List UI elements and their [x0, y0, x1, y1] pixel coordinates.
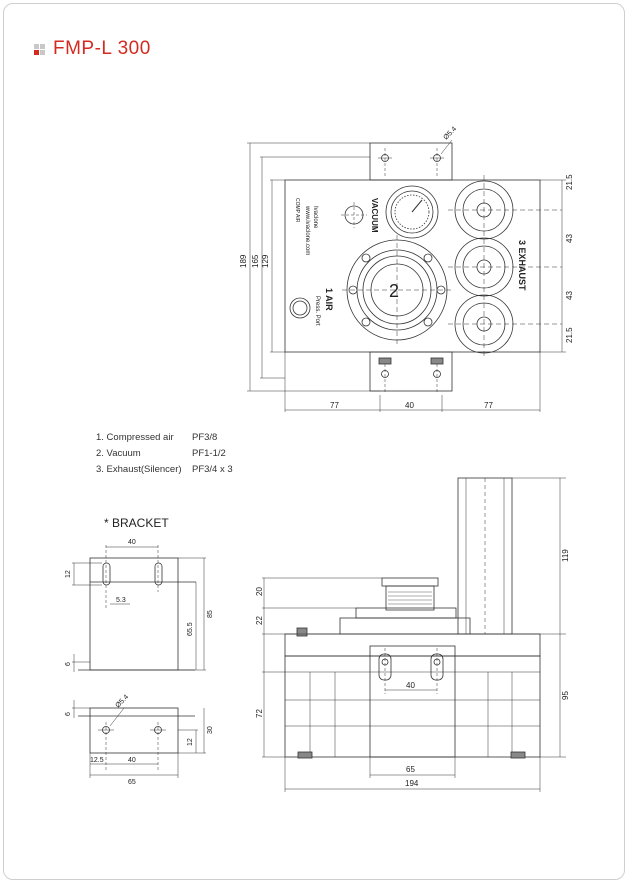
label-comp-air: COMP AIR	[294, 198, 300, 223]
side-view-labels: 119 20 22 72 95 40 65 194	[255, 549, 570, 788]
dim-width-right: 77	[484, 401, 493, 410]
dim-side-40: 40	[406, 681, 415, 690]
dim-bracket-6b: 6	[65, 712, 72, 716]
dim-width-mid: 40	[405, 401, 414, 410]
dim-side-20: 20	[255, 587, 264, 596]
bullet-square-4	[40, 49, 45, 55]
dim-bracket-40b: 40	[128, 757, 136, 764]
dim-hole-top: Ø5.4	[442, 126, 458, 142]
spec-item-compressed-air: 1. Compressed air PF3/8	[96, 432, 217, 443]
spec-value: PF3/8	[192, 432, 218, 443]
bracket-top-labels: 6 Ø5.4 12 30 12.5 40 65	[65, 694, 214, 786]
dim-bracket-85: 85	[207, 610, 214, 618]
top-view	[247, 139, 566, 412]
side-view	[262, 477, 566, 792]
bracket-title: * BRACKET	[104, 516, 169, 530]
dim-side-65: 65	[406, 765, 415, 774]
dim-bracket-65-5: 65.5	[187, 622, 194, 636]
dim-side-95: 95	[561, 691, 570, 700]
top-view-labels: 189 165 129 77 40 77 21.5 43 43 21.5 Ø5.…	[239, 126, 574, 410]
dim-width-left: 77	[330, 401, 339, 410]
spec-label: 3. Exhaust(Silencer)	[96, 464, 182, 475]
dim-side-194: 194	[405, 779, 419, 788]
page-header: FMP-L 300	[34, 38, 151, 60]
dim-bracket-6: 6	[65, 662, 72, 666]
label-vacuum: VACUUM	[370, 198, 379, 233]
dim-right-top: 21.5	[565, 174, 574, 190]
dim-side-119: 119	[561, 549, 570, 562]
dim-overall-height: 189	[239, 254, 248, 268]
label-air: 1 AIR	[324, 288, 334, 311]
dim-right-bottom: 21.5	[565, 327, 574, 343]
bracket-front-labels: 40 12 5.3 65.5 85 6	[65, 539, 214, 666]
dim-height-165: 165	[251, 254, 260, 268]
spec-value: PF3/4 x 3	[192, 464, 233, 475]
spec-value: PF1-1/2	[192, 448, 226, 459]
page-title: FMP-L 300	[53, 38, 151, 59]
page-frame	[3, 3, 625, 880]
dim-side-72: 72	[255, 709, 264, 718]
label-exhaust: 3 EXHAUST	[517, 240, 527, 291]
spec-item-exhaust: 3. Exhaust(Silencer) PF3/4 x 3	[96, 464, 233, 475]
label-brand: Ivaclone	[312, 206, 318, 229]
dim-bracket-65: 65	[128, 779, 136, 786]
label-air-sub: Press. Port	[314, 296, 320, 326]
dim-right-43b: 43	[565, 291, 574, 300]
dim-side-22: 22	[255, 616, 264, 625]
dim-height-129: 129	[261, 254, 270, 268]
bullet-square-1	[34, 43, 39, 49]
bracket-top-view	[72, 700, 206, 778]
label-brand-url: www.ivaclone.com	[304, 205, 310, 255]
dim-bracket-12-5: 12.5	[90, 757, 104, 764]
dim-bracket-5-3: 5.3	[116, 597, 126, 604]
spec-label: 1. Compressed air	[96, 432, 174, 443]
dim-bracket-40: 40	[128, 539, 136, 546]
dim-right-43a: 43	[565, 234, 574, 243]
dim-bracket-30: 30	[207, 726, 214, 734]
spec-label: 2. Vacuum	[96, 448, 141, 459]
dim-bracket-12b: 12	[187, 738, 194, 746]
bullet-square-3	[34, 49, 39, 55]
spec-item-vacuum: 2. Vacuum PF1-1/2	[96, 448, 226, 459]
dim-bracket-12: 12	[65, 570, 72, 578]
dim-bracket-hole: Ø5.4	[114, 694, 130, 710]
four-square-bullet-icon	[34, 43, 45, 55]
label-center-port: 2	[389, 281, 399, 301]
bracket-front-view	[72, 545, 206, 672]
bullet-square-2	[40, 43, 45, 49]
